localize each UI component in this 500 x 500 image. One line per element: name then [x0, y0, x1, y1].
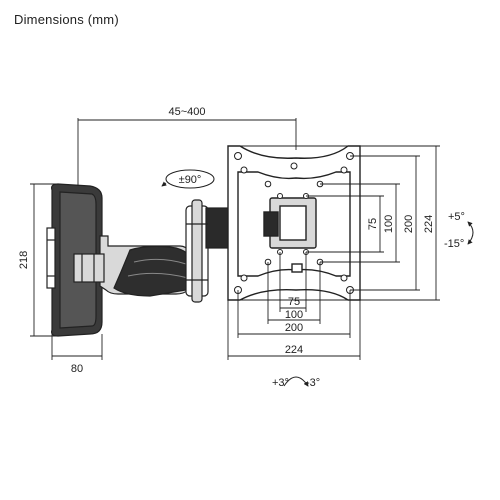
page-title: Dimensions (mm): [14, 12, 119, 27]
dimension-lines: [30, 118, 440, 360]
rotate-plus-label: +3°: [272, 377, 289, 389]
tilt-down-label: -15°: [444, 238, 464, 250]
vesa-v-100-label: 100: [383, 215, 395, 233]
swivel-label: ±90°: [179, 174, 202, 186]
tilt-arrow: [467, 221, 474, 245]
rotate-minus-label: -3°: [306, 377, 320, 389]
vesa-v-75-label: 75: [367, 218, 379, 230]
wall-width-label: 80: [71, 363, 83, 375]
vesa-v-200-label: 200: [403, 215, 415, 233]
vesa-v-224-label: 224: [423, 215, 435, 233]
vesa-h-200-label: 200: [285, 322, 303, 334]
vesa-h-75-label: 75: [288, 296, 300, 308]
arm-reach-label: 45~400: [168, 106, 205, 118]
vesa-h-224-label: 224: [285, 344, 303, 356]
vesa-h-100-label: 100: [285, 309, 303, 321]
swivel-arrow: [161, 169, 215, 189]
wall-height-label: 218: [18, 251, 30, 269]
tilt-up-label: +5°: [448, 211, 465, 223]
rotation-arrow: [283, 376, 309, 387]
